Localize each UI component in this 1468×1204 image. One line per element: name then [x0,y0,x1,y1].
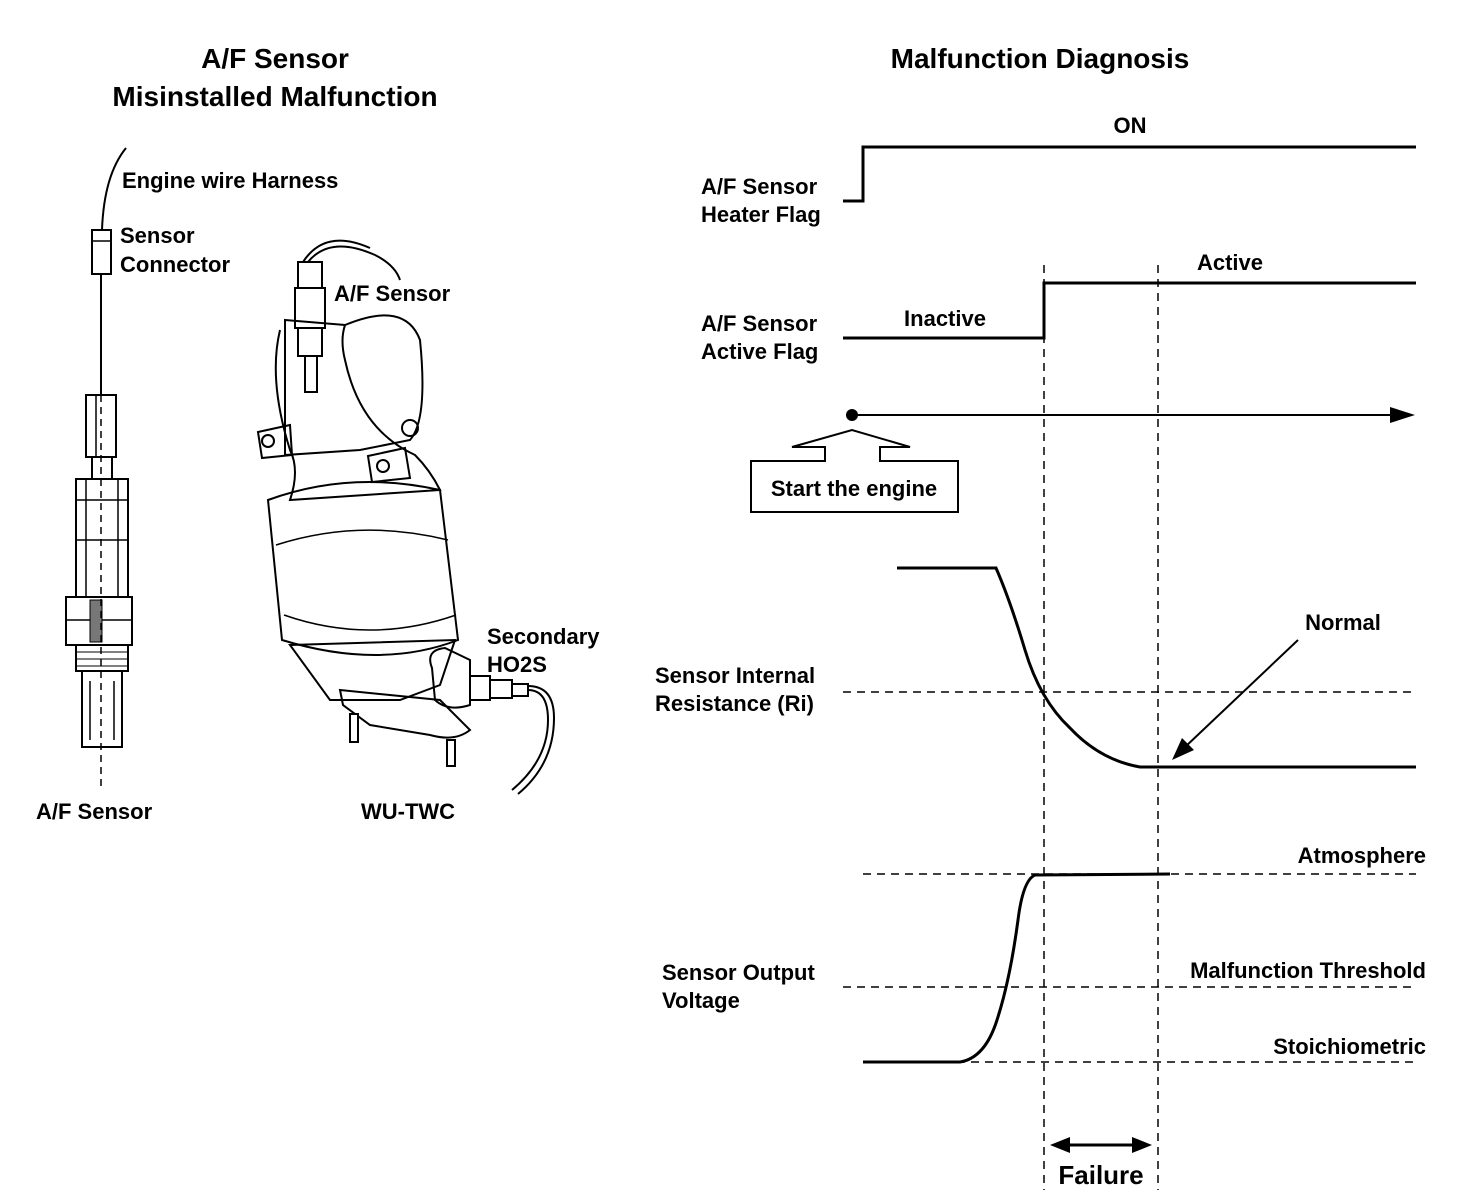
normal-label: Normal [1305,610,1381,635]
heater-flag-signal [843,145,1416,203]
sensor-thread [75,644,129,672]
resistance-curve [897,566,1416,769]
stoichiometric-label: Stoichiometric [1273,1034,1426,1059]
failure-label: Failure [1058,1160,1143,1190]
wu-twc-illustration [256,239,556,795]
sensor-connector-icon [91,229,112,275]
heater-flag-label-line1: A/F Sensor [701,174,818,199]
start-engine-callout [750,428,959,513]
heater-flag-label-line2: Heater Flag [701,202,821,227]
inactive-label: Inactive [904,306,986,331]
normal-pointer-arrowhead [1172,738,1194,760]
af-sensor-illustration [65,147,133,790]
af-sensor-caption: A/F Sensor [36,799,153,824]
secondary-ho2s-label-line2: HO2S [487,652,547,677]
left-panel: A/F Sensor Misinstalled Malfunction [36,43,600,824]
voltage-label-line1: Sensor Output [662,960,815,985]
right-panel: Malfunction Diagnosis A/F Sensor Heater … [655,43,1426,1190]
left-title-line1: A/F Sensor [201,43,349,74]
sensor-connector-label-line1: Sensor [120,223,195,248]
active-flag-label-line1: A/F Sensor [701,311,818,336]
failure-arrowhead-right [1132,1137,1152,1153]
voltage-label-line2: Voltage [662,988,740,1013]
atmosphere-label: Atmosphere [1298,843,1426,868]
active-label: Active [1197,250,1263,275]
engine-wire-harness-label: Engine wire Harness [122,168,338,193]
failure-arrowhead-left [1050,1137,1070,1153]
time-axis-arrowhead [1390,407,1415,423]
normal-pointer [1183,639,1299,749]
malfunction-threshold-label: Malfunction Threshold [1190,958,1426,983]
active-flag-label-line2: Active Flag [701,339,818,364]
resistance-label-line1: Sensor Internal [655,663,815,688]
heater-on-label: ON [1114,113,1147,138]
sensor-tip [81,670,123,748]
active-flag-signal [843,281,1416,340]
converter-body [266,481,460,656]
sensor-connector-label-line2: Connector [120,252,230,277]
left-title-line2: Misinstalled Malfunction [112,81,437,112]
secondary-ho2s-label-line1: Secondary [487,624,600,649]
resistance-label-line2: Resistance (Ri) [655,691,814,716]
outlet-flange [338,688,472,739]
sensor-body [75,478,129,598]
start-engine-label: Start the engine [771,476,937,501]
right-title: Malfunction Diagnosis [891,43,1190,74]
harness-wire-top [101,147,127,231]
af-sensor-mounted-label: A/F Sensor [334,281,451,306]
wu-twc-caption: WU-TWC [361,799,455,824]
voltage-curve [863,872,1171,1064]
